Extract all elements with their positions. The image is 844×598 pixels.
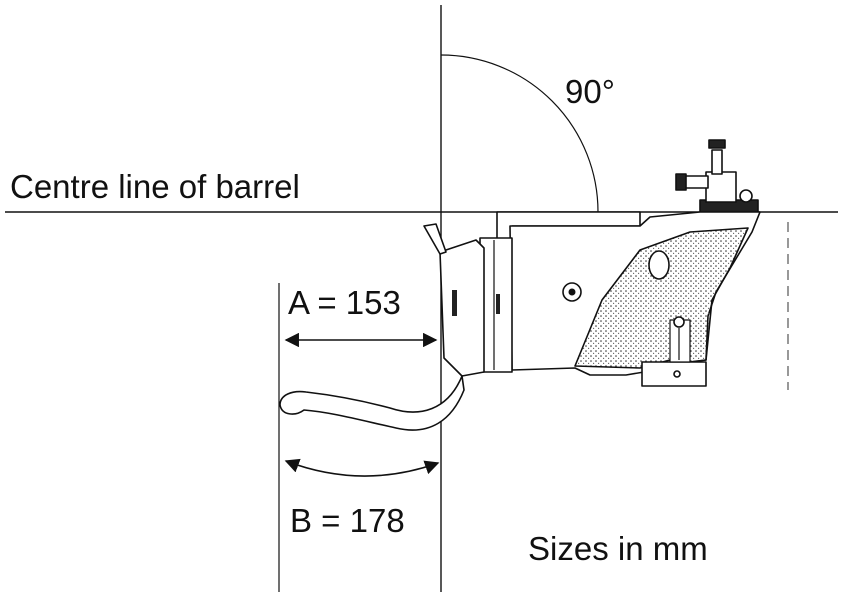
centre-line-label: Centre line of barrel (10, 168, 300, 205)
right-angle-arc (440, 54, 599, 213)
rear-sight-icon (675, 139, 759, 215)
units-note: Sizes in mm (528, 530, 708, 567)
dimension-a-label: A = 153 (288, 284, 401, 321)
angle-label: 90° (565, 73, 615, 110)
pistol-grip-illustration (279, 139, 761, 431)
dimension-b-label: B = 178 (290, 502, 405, 539)
dimension-b-arrow (284, 458, 440, 477)
